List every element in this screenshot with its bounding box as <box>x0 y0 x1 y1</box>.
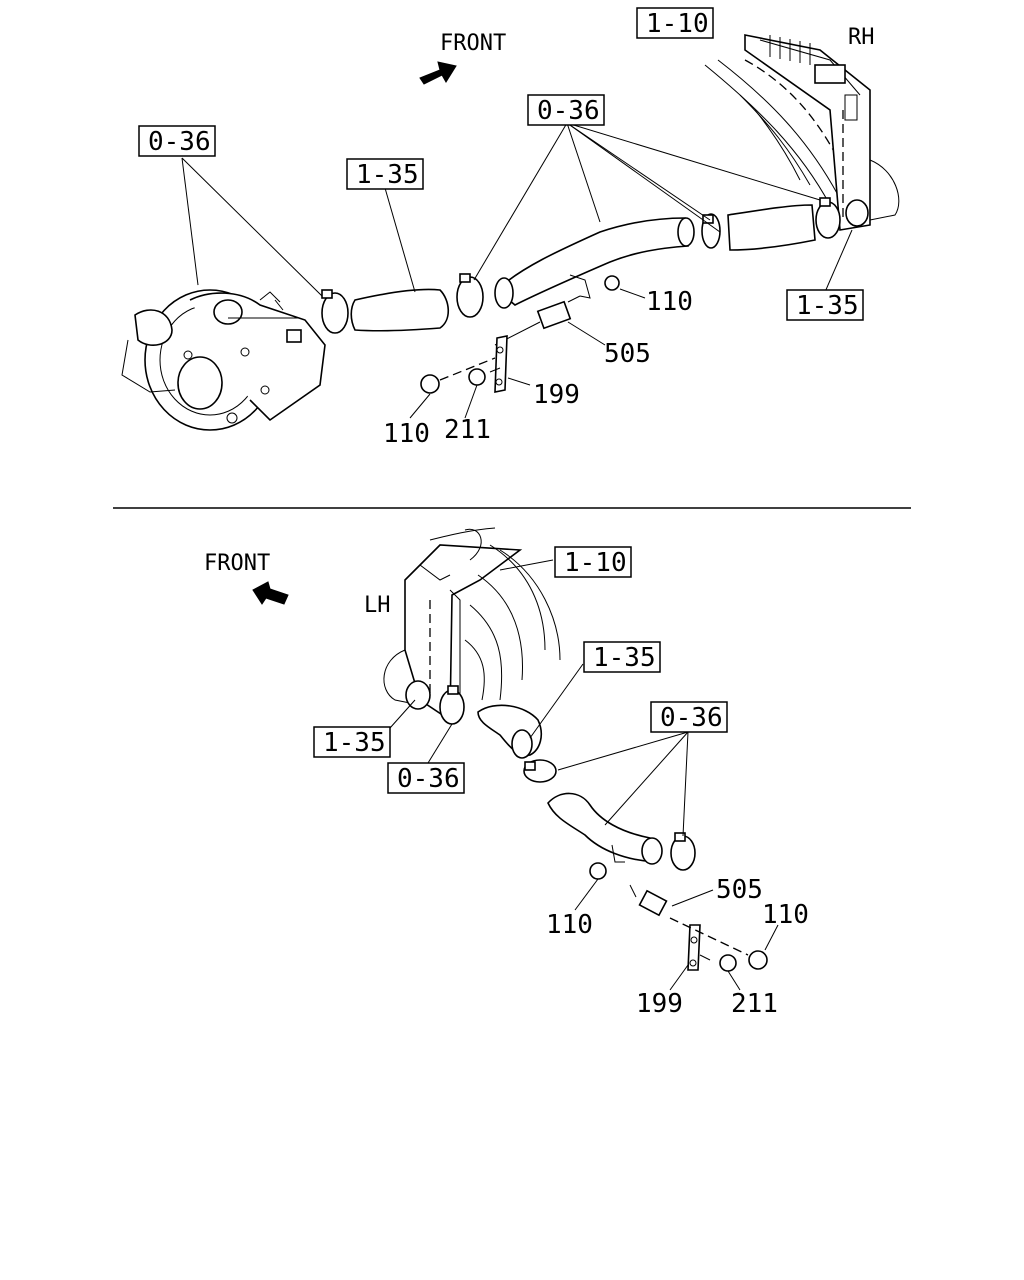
side-label-lh: LH <box>364 593 391 618</box>
clamp-rh-1 <box>321 289 349 334</box>
outlet-lh <box>405 680 431 710</box>
bracket-199-rh <box>494 335 508 393</box>
front-label-rh: FRONT <box>440 31 506 56</box>
callout-0-36-rh-a: 0-36 <box>537 96 600 126</box>
hose-rh-upper <box>727 204 816 251</box>
callout-1-10-lh: 1-10 <box>564 548 627 578</box>
pipe-lh <box>547 792 656 863</box>
outlet-rh <box>845 199 869 227</box>
intercooler-lh <box>383 527 561 722</box>
front-arrow-lh <box>252 581 289 605</box>
lh-diagram: FRONT LH 1-10 1-35 1-35 0-36 0-36 505 11… <box>204 527 809 1019</box>
nut-211-rh <box>468 368 486 386</box>
callout-0-36-rh-b: 0-36 <box>148 127 211 157</box>
callout-0-36-lh-a: 0-36 <box>660 703 723 733</box>
callout-1-35-rh-b: 1-35 <box>796 291 859 321</box>
front-arrow-rh <box>419 61 457 85</box>
leader-lines-lh <box>389 559 779 991</box>
clamp-rh-2 <box>456 273 484 318</box>
clamp-rh-4 <box>815 197 841 239</box>
number-110-lh-b: 110 <box>546 910 593 940</box>
nut-110-lh-a <box>589 862 607 880</box>
turbocharger <box>121 289 326 431</box>
rh-diagram: FRONT RH 1-10 0-36 0-36 1-35 1-35 110 50… <box>121 7 900 449</box>
number-110-lh-a: 110 <box>762 900 809 930</box>
number-211-lh: 211 <box>731 989 778 1019</box>
callout-1-10-rh: 1-10 <box>646 9 709 39</box>
front-label-lh: FRONT <box>204 551 270 576</box>
number-110-rh-b: 110 <box>383 419 430 449</box>
clamp-lh-3 <box>670 832 696 871</box>
intercooler-rh <box>704 34 900 231</box>
nut-211-lh <box>719 954 737 972</box>
number-110-rh-a: 110 <box>646 287 693 317</box>
number-505-lh: 505 <box>716 875 763 905</box>
callout-1-35-rh-a: 1-35 <box>356 160 419 190</box>
clamp-lh-2 <box>523 759 557 783</box>
number-505-rh: 505 <box>604 339 651 369</box>
callout-1-35-lh-a: 1-35 <box>593 643 656 673</box>
callout-1-35-lh-b: 1-35 <box>323 728 386 758</box>
nut-110-rh-b <box>420 374 440 394</box>
side-label-rh: RH <box>848 25 875 50</box>
callout-0-36-lh-b: 0-36 <box>397 764 460 794</box>
hose-rh-lower <box>350 288 450 332</box>
number-199-lh: 199 <box>636 989 683 1019</box>
clamp-rh-3 <box>701 213 721 249</box>
sensor-505-lh <box>629 884 668 917</box>
nut-110-rh-a <box>604 275 620 291</box>
number-199-rh: 199 <box>533 380 580 410</box>
nut-110-lh-b <box>748 950 768 970</box>
bracket-199-lh <box>687 924 701 971</box>
number-211-rh: 211 <box>444 415 491 445</box>
leader-lines-rh <box>181 122 853 419</box>
